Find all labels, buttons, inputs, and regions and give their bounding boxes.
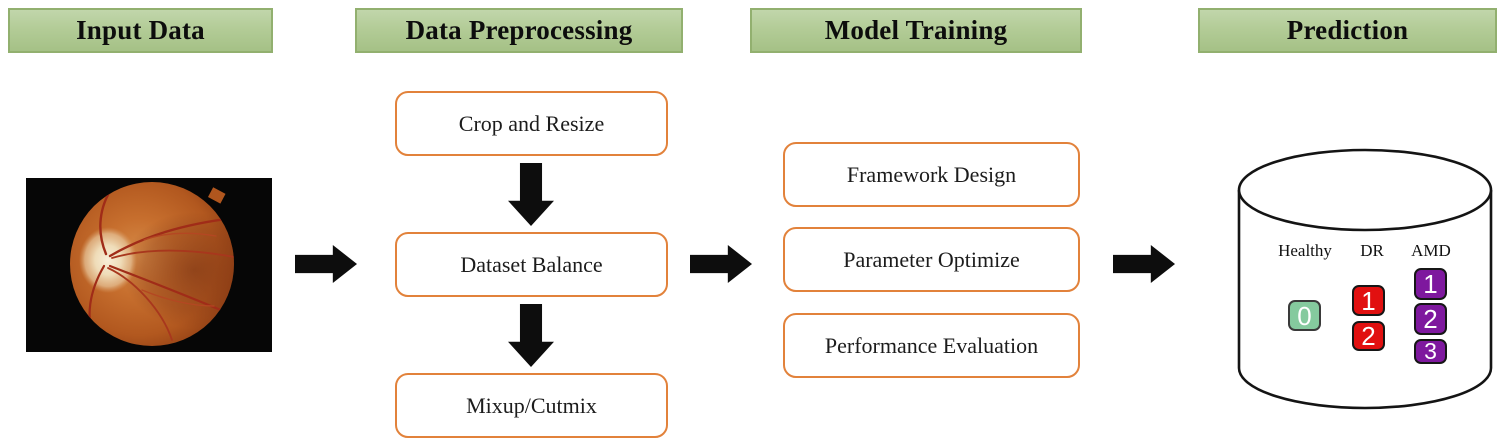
class-code-healthy-0: 0 <box>1288 300 1321 331</box>
class-label-healthy: Healthy <box>1278 241 1332 260</box>
arrow-training-to-prediction <box>1113 245 1175 283</box>
step-framework-design: Framework Design <box>783 142 1080 207</box>
stage-header-data-preprocessing: Data Preprocessing <box>355 8 683 53</box>
class-code-amd-1: 1 <box>1414 268 1447 300</box>
database-cylinder-icon <box>1237 148 1493 410</box>
arrow-preprocessing-to-training <box>690 245 752 283</box>
step-mixup-cutmix: Mixup/Cutmix <box>395 373 668 438</box>
step-dataset-balance: Dataset Balance <box>395 232 668 297</box>
step-crop-and-resize: Crop and Resize <box>395 91 668 156</box>
stage-header-model-training: Model Training <box>750 8 1082 53</box>
class-code-amd-3: 3 <box>1414 339 1447 364</box>
fundus-image <box>26 178 272 352</box>
arrow-balance-to-mixup <box>508 304 554 367</box>
step-performance-evaluation: Performance Evaluation <box>783 313 1080 378</box>
stage-header-prediction: Prediction <box>1198 8 1497 53</box>
arrow-input-to-preprocessing <box>295 245 357 283</box>
stage-header-input-data: Input Data <box>8 8 273 53</box>
class-code-dr-1: 1 <box>1352 285 1385 316</box>
class-label-dr: DR <box>1360 241 1384 260</box>
class-code-amd-2: 2 <box>1414 303 1447 335</box>
class-code-dr-2: 2 <box>1352 321 1385 351</box>
step-parameter-optimize: Parameter Optimize <box>783 227 1080 292</box>
class-label-amd: AMD <box>1411 241 1451 260</box>
arrow-crop-to-balance <box>508 163 554 226</box>
